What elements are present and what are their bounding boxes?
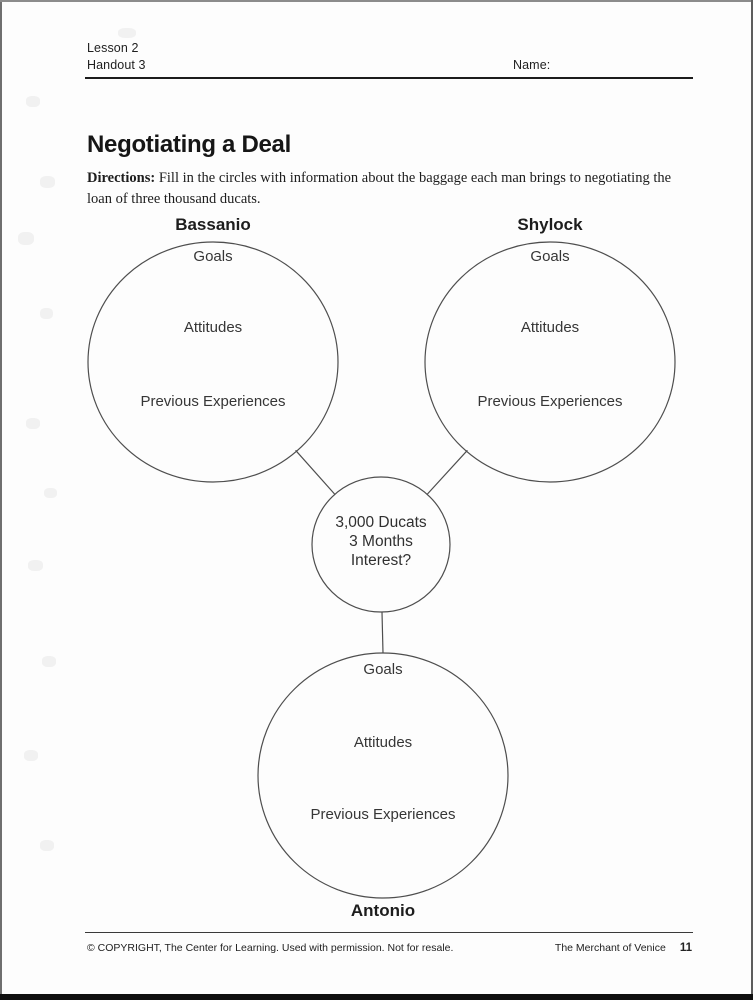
antonio-title: Antonio [350, 901, 416, 920]
page-title: Negotiating a Deal [87, 131, 291, 158]
antonio-circle [257, 652, 509, 899]
lesson-label: Lesson 2 [87, 41, 139, 55]
bassanio-previous-experiences-label: Previous Experiences [140, 393, 286, 410]
page-number: 11 [679, 942, 692, 954]
handout-label: Handout 3 [87, 58, 146, 72]
bassanio-goals-label: Goals [193, 248, 233, 265]
scan-smudge [118, 28, 136, 38]
book-title: The Merchant of Venice [554, 942, 666, 954]
connector-center-antonio [381, 611, 384, 654]
bassanio-attitudes-label: Attitudes [183, 319, 243, 336]
shylock-previous-experiences-label: Previous Experiences [477, 393, 623, 410]
center-circle [311, 476, 451, 613]
scan-smudge [26, 418, 40, 429]
scan-smudge [24, 750, 38, 761]
footer-rule [85, 932, 693, 933]
center-line-months: 3 Months [349, 533, 413, 550]
connector-bassanio-center [295, 449, 336, 495]
center-line-interest: Interest? [350, 552, 412, 569]
scan-smudge [28, 560, 43, 571]
copyright-notice: © COPYRIGHT, The Center for Learning. Us… [87, 942, 454, 954]
directions-text: Fill in the circles with information abo… [87, 170, 672, 207]
shylock-attitudes-label: Attitudes [520, 319, 580, 336]
antonio-attitudes-label: Attitudes [353, 734, 413, 751]
bassanio-title: Bassanio [175, 215, 251, 234]
center-line-ducats: 3,000 Ducats [335, 514, 427, 531]
footer-right: The Merchant of Venice 11 [400, 942, 692, 954]
shylock-goals-label: Goals [530, 248, 570, 265]
scan-edge-left [0, 0, 2, 1000]
antonio-previous-experiences-label: Previous Experiences [310, 806, 456, 823]
scan-smudge [26, 96, 40, 107]
shylock-circle [424, 241, 676, 483]
scan-edge-bottom [0, 994, 753, 1000]
bassanio-circle [87, 241, 339, 483]
scan-smudge [44, 488, 57, 498]
directions-label: Directions: [87, 170, 156, 186]
scan-smudge [18, 232, 34, 245]
scan-smudge [40, 308, 53, 319]
scan-edge-top [0, 0, 753, 2]
header-rule [85, 77, 693, 79]
scan-smudge [40, 176, 55, 188]
scan-smudge [42, 656, 56, 667]
scan-smudge [40, 840, 54, 851]
name-label: Name: [513, 58, 551, 72]
directions-paragraph: Directions: Fill in the circles with inf… [87, 168, 693, 210]
shylock-title: Shylock [517, 215, 583, 234]
connector-shylock-center [426, 449, 468, 495]
scan-edge-right [751, 0, 753, 1000]
center-circle-text: 3,000 Ducats 3 Months Interest? [311, 513, 451, 570]
antonio-goals-label: Goals [363, 661, 403, 678]
